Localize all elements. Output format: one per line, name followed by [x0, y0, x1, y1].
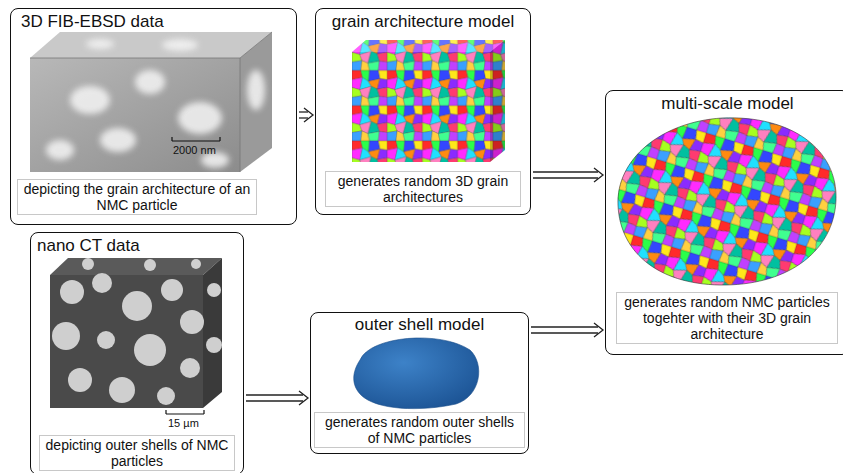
- box-caption: depicting the grain architecture of an N…: [17, 179, 257, 215]
- scale-label: 15 µm: [168, 417, 199, 430]
- box-caption: generates random 3D grain architectures: [325, 171, 521, 207]
- model-box: nano CT data depicting outer shells of NM…: [30, 232, 244, 473]
- model-box: multi-scale model generates random NMC pa…: [605, 90, 843, 355]
- box-title: grain architecture model: [316, 12, 530, 32]
- double-arrow: [299, 108, 313, 122]
- fib-ebsd-volume: [30, 32, 272, 172]
- box-title: outer shell model: [311, 315, 528, 335]
- box-caption: depicting outer shells of NMC particles: [39, 435, 235, 471]
- multiscale-particle: [618, 118, 836, 285]
- double-arrow: [533, 168, 603, 182]
- scale-label: 2000 nm: [173, 144, 216, 157]
- model-box: outer shell model generates random outer …: [310, 312, 529, 454]
- outer-shell: [354, 338, 479, 409]
- double-arrow: [246, 391, 308, 405]
- box-caption: generates random outer shells of NMC par…: [314, 412, 525, 448]
- box-title: nano CT data: [37, 236, 140, 256]
- nano-ct-volume: [50, 258, 222, 414]
- model-box: grain architecture model generates random…: [315, 8, 531, 215]
- double-arrow: [531, 323, 603, 337]
- grain-cube: [352, 40, 505, 162]
- model-box: 3D FIB-EBSD data depicting the grain arch…: [10, 8, 297, 225]
- box-title: multi-scale model: [606, 94, 843, 114]
- box-caption: generates random NMC particles togehter …: [616, 292, 838, 344]
- box-title: 3D FIB-EBSD data: [21, 12, 164, 32]
